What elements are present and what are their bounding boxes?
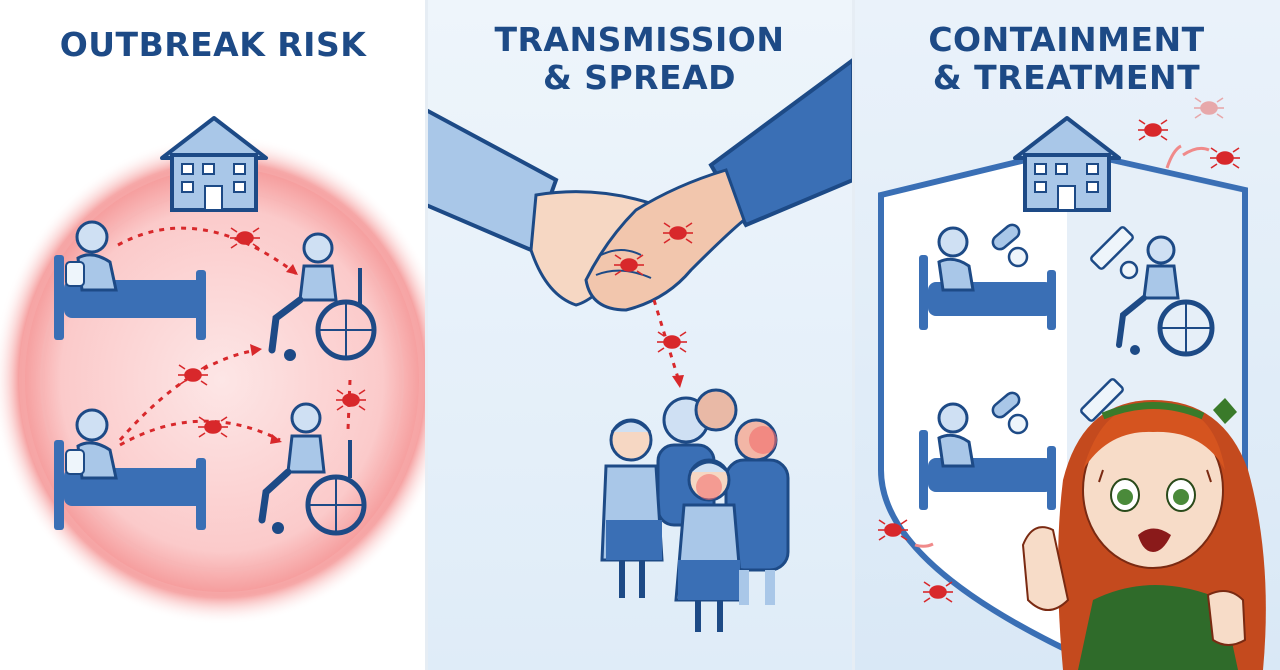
spread-arrow xyxy=(652,299,680,379)
transmission-illustration xyxy=(426,57,853,632)
mite-icon xyxy=(1210,147,1240,169)
wheelchair-resident-icon xyxy=(268,232,377,361)
mite-icon xyxy=(878,519,908,541)
care-home-icon xyxy=(1013,116,1121,212)
repel-arrow xyxy=(1165,144,1182,169)
mite-icon xyxy=(657,331,687,353)
panel-title-line2: & SPREAD xyxy=(542,58,737,97)
cream-tube-icon xyxy=(1080,226,1139,422)
panel-title-line2: & TREATMENT xyxy=(932,58,1201,97)
mite-icon xyxy=(614,254,644,276)
panel-title: OUTBREAK RISK xyxy=(59,25,367,64)
mite-icon xyxy=(198,416,228,438)
repel-arrow xyxy=(914,542,934,548)
care-home-icon xyxy=(160,116,268,212)
mite-icon xyxy=(230,227,260,249)
bed-patient-icon xyxy=(919,226,1056,330)
mite-icon xyxy=(1138,119,1168,141)
resident-group-icon xyxy=(600,388,790,632)
panel-divider xyxy=(852,0,855,670)
mite-icon xyxy=(923,581,953,603)
bed-patient-icon xyxy=(54,220,206,340)
pill-icon xyxy=(991,223,1029,435)
mite-icon xyxy=(336,389,366,411)
wheelchair-resident-icon xyxy=(1116,235,1215,357)
mite-icon xyxy=(178,364,208,386)
containment-illustration xyxy=(878,97,1266,670)
mite-icon xyxy=(1194,97,1224,119)
repel-arrow xyxy=(1182,146,1210,157)
bed-patient-icon xyxy=(919,402,1056,510)
panel-title-line1: TRANSMISSION xyxy=(494,20,785,59)
arrow-head xyxy=(672,375,684,388)
mite-icon xyxy=(663,222,693,244)
right-hand xyxy=(584,168,746,312)
right-sleeve xyxy=(708,57,853,228)
character-illustration xyxy=(1021,398,1266,670)
panel-containment-treatment: CONTAINMENT & TREATMENT xyxy=(853,0,1280,670)
panel-transmission-spread: TRANSMISSION & SPREAD xyxy=(426,0,853,670)
outbreak-risk-illustration xyxy=(0,116,426,625)
bed-patient-icon xyxy=(54,408,206,530)
panel-outbreak-risk: OUTBREAK RISK xyxy=(0,0,426,670)
arrow-heads xyxy=(250,264,298,444)
wheelchair-resident-icon xyxy=(258,402,367,536)
panel-divider xyxy=(425,0,428,670)
panel-title-line1: CONTAINMENT xyxy=(928,20,1205,59)
